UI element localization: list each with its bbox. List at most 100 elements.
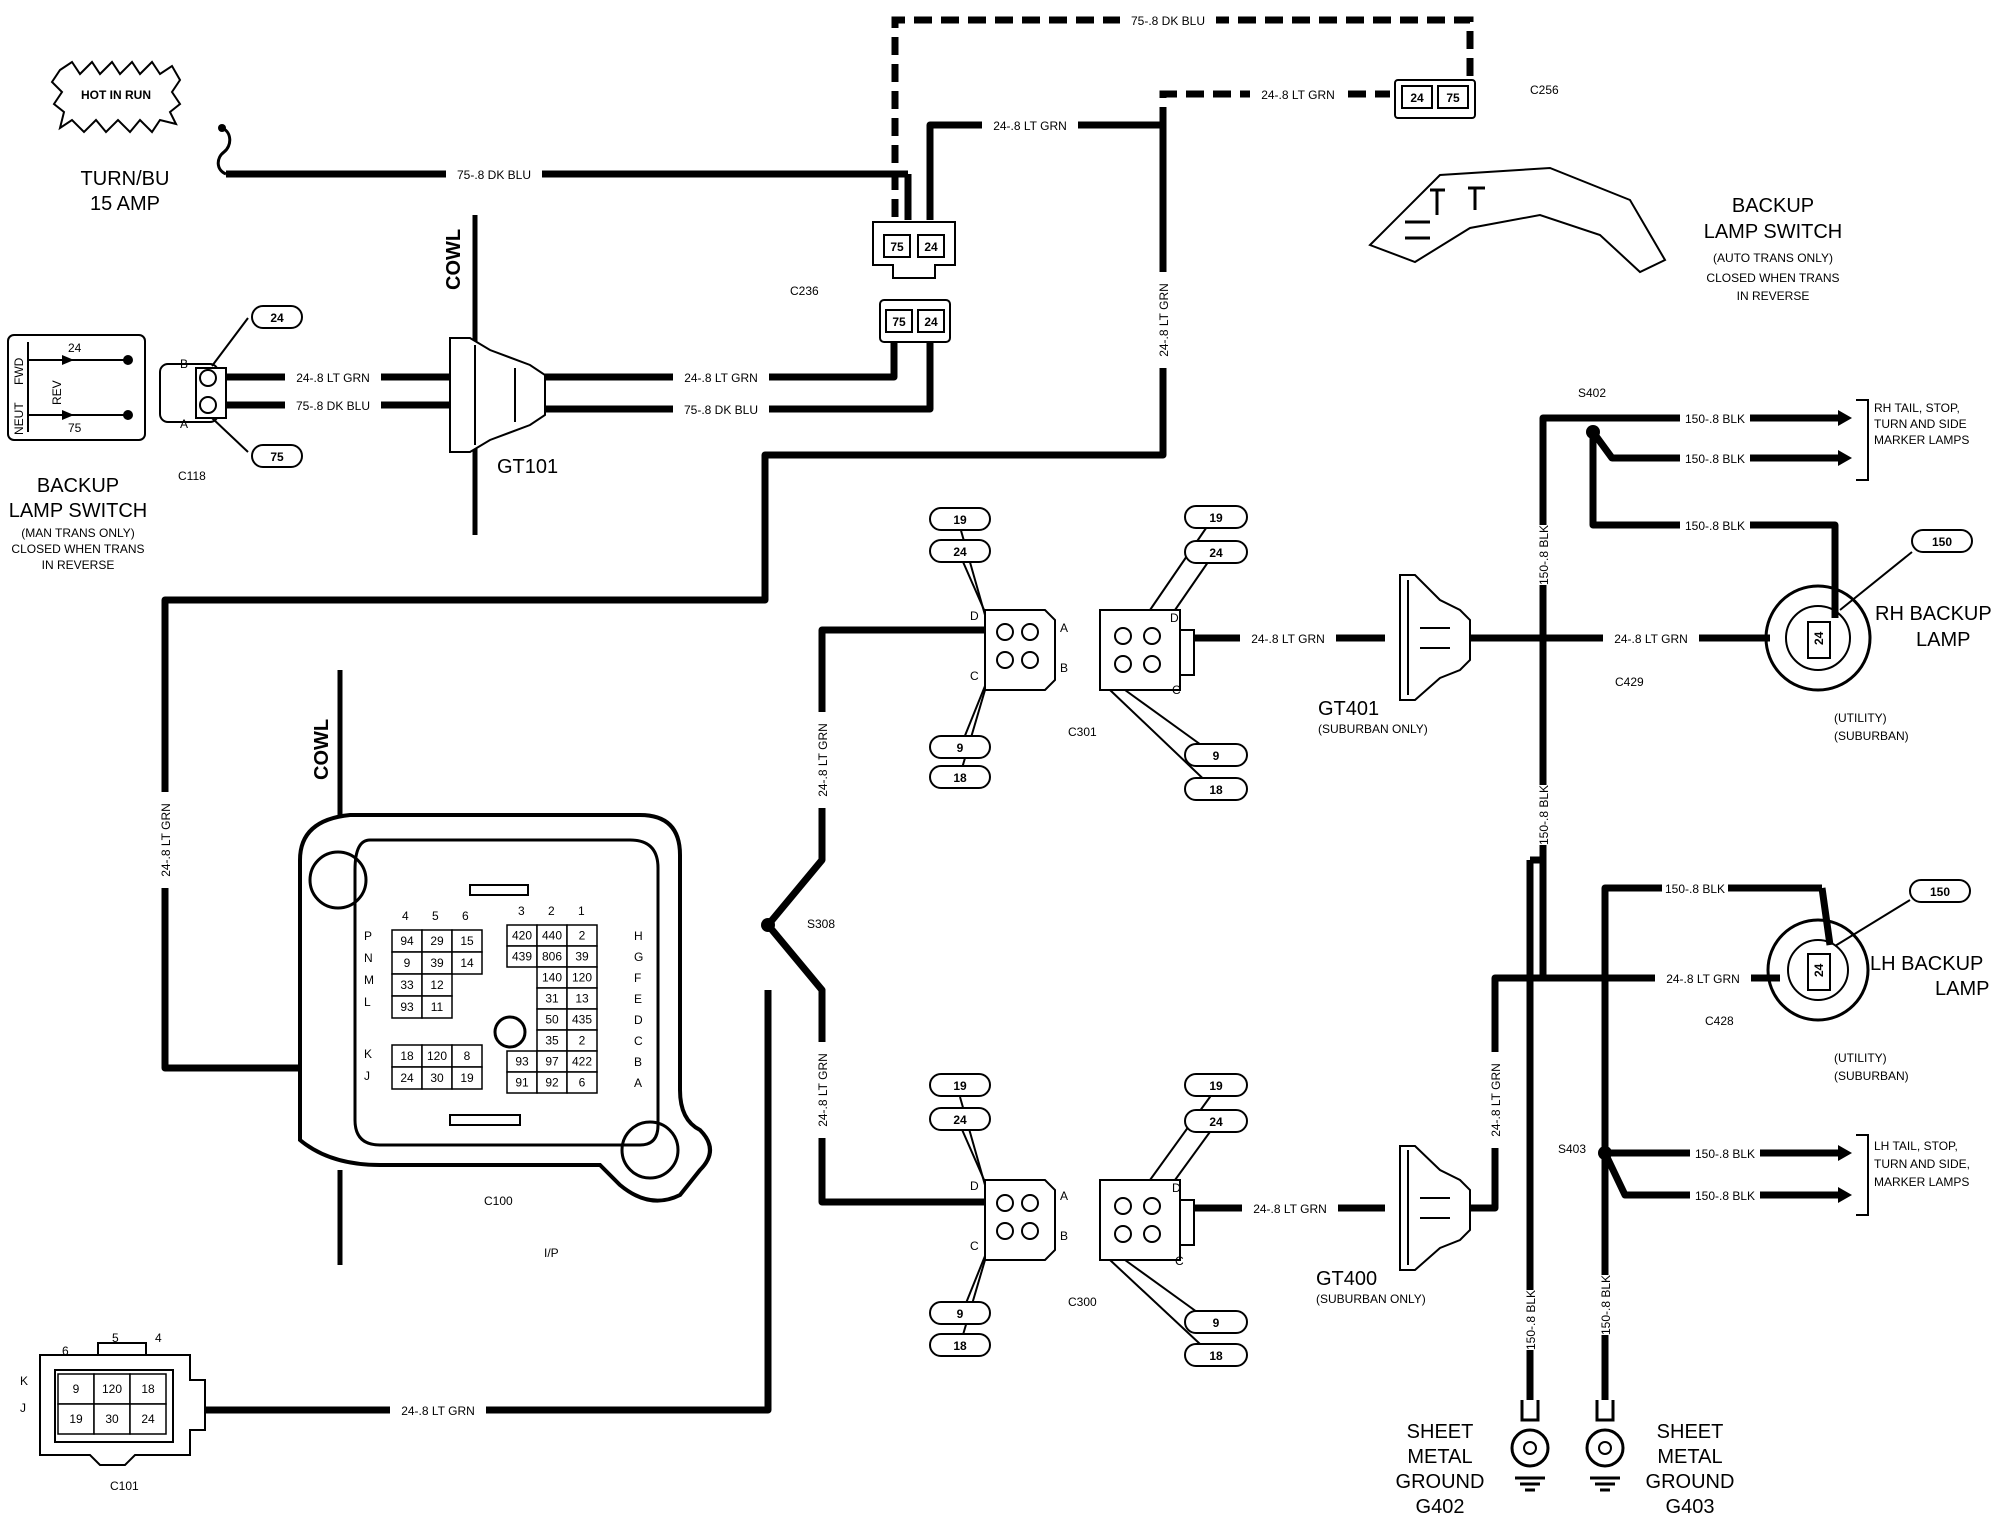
svg-text:CLOSED WHEN TRANS: CLOSED WHEN TRANS	[11, 542, 144, 556]
svg-text:TURN AND SIDE: TURN AND SIDE	[1874, 417, 1967, 431]
cavity-label: B	[634, 1055, 642, 1069]
cavity-number: 33	[400, 978, 414, 992]
svg-text:6: 6	[62, 1344, 69, 1358]
cavity-number: 29	[430, 934, 444, 948]
svg-text:24-.8 LT GRN: 24-.8 LT GRN	[401, 1404, 475, 1418]
svg-text:18: 18	[1209, 783, 1223, 797]
wire-24-ltgrn-lh-lamp: 24-.8 LT GRN 24-.8 LT GRN 24-.8 LT GRN	[1195, 970, 1780, 1216]
connector-c100: COWL C100 I/P	[298, 670, 712, 1265]
svg-text:GT401: GT401	[1318, 698, 1379, 720]
svg-text:(SUBURBAN): (SUBURBAN)	[1834, 729, 1909, 743]
cavity-number: 439	[512, 950, 532, 964]
cavity-number: 94	[400, 934, 414, 948]
svg-text:19: 19	[953, 1079, 967, 1093]
svg-text:LAMP SWITCH: LAMP SWITCH	[9, 500, 148, 522]
svg-text:MARKER LAMPS: MARKER LAMPS	[1874, 433, 1969, 447]
c118-label: C118	[178, 469, 206, 483]
svg-text:BACKUP: BACKUP	[1732, 195, 1814, 217]
cavity-number: 18	[141, 1382, 155, 1396]
svg-text:150-.8 BLK: 150-.8 BLK	[1685, 519, 1745, 533]
cavity-number: 39	[430, 956, 444, 970]
svg-text:GROUND: GROUND	[1396, 1471, 1485, 1493]
svg-text:24-.8 LT GRN: 24-.8 LT GRN	[1666, 972, 1740, 986]
svg-text:C101: C101	[110, 1479, 139, 1493]
svg-text:C100: C100	[484, 1194, 513, 1208]
svg-text:J: J	[20, 1401, 26, 1415]
svg-text:RH TAIL, STOP,: RH TAIL, STOP,	[1874, 401, 1960, 415]
svg-text:75: 75	[892, 315, 906, 329]
svg-text:G402: G402	[1416, 1496, 1465, 1518]
cavity-number: 140	[542, 971, 562, 985]
cavity-number: 2	[579, 1034, 586, 1048]
svg-text:75: 75	[68, 421, 82, 435]
svg-text:4: 4	[155, 1331, 162, 1345]
wire-label-24-ltgrn-c256: 24-.8 LT GRN	[1261, 88, 1335, 102]
fuse-name-line2: 15 AMP	[90, 193, 160, 215]
cavity-number: 97	[545, 1055, 559, 1069]
wire-label-75-dkblu-1: 75-.8 DK BLU	[457, 168, 531, 182]
svg-text:75-.8 DK BLU: 75-.8 DK BLU	[296, 399, 370, 413]
c256-label: C256	[1530, 83, 1559, 97]
cavity-label: F	[634, 971, 641, 985]
svg-text:LAMP SWITCH: LAMP SWITCH	[1704, 221, 1843, 243]
cavity-cell	[129, 1403, 167, 1435]
cavity-cell	[57, 1403, 95, 1435]
svg-text:B: B	[1060, 661, 1068, 675]
auto-trans-backup-switch: BACKUP LAMP SWITCH (AUTO TRANS ONLY) CLO…	[1368, 166, 1843, 303]
svg-text:24-.8 LT GRN: 24-.8 LT GRN	[1251, 632, 1325, 646]
svg-text:RH BACKUP: RH BACKUP	[1875, 603, 1992, 625]
svg-text:C: C	[1172, 683, 1181, 697]
svg-text:75: 75	[1446, 91, 1460, 105]
svg-text:B: B	[1060, 1229, 1068, 1243]
cavity-label: P	[364, 929, 372, 943]
svg-text:150-.8 BLK: 150-.8 BLK	[1665, 882, 1725, 896]
cavity-cell	[566, 1071, 598, 1094]
svg-text:24: 24	[1209, 1115, 1223, 1129]
svg-text:150-.8 BLK: 150-.8 BLK	[1695, 1147, 1755, 1161]
cavity-label: L	[364, 995, 371, 1009]
svg-text:D: D	[970, 609, 979, 623]
svg-text:24: 24	[924, 240, 938, 254]
svg-text:19: 19	[953, 513, 967, 527]
svg-text:C428: C428	[1705, 1014, 1734, 1028]
svg-text:GROUND: GROUND	[1646, 1471, 1735, 1493]
cavity-label: H	[634, 929, 643, 943]
svg-text:9: 9	[957, 741, 964, 755]
cavity-number: 12	[430, 978, 444, 992]
hot-in-run-starburst: HOT IN RUN	[50, 60, 182, 134]
svg-text:19: 19	[1209, 511, 1223, 525]
svg-text:S402: S402	[1578, 386, 1606, 400]
wires-c118-to-c236: 24-.8 LT GRN 75-.8 DK BLU 24-.8 LT GRN 7…	[210, 342, 934, 417]
cavity-cell	[451, 951, 483, 975]
svg-text:LAMP: LAMP	[1916, 629, 1970, 651]
svg-text:(SUBURBAN ONLY): (SUBURBAN ONLY)	[1318, 722, 1428, 736]
cavity-number: 422	[572, 1055, 592, 1069]
wire-label-24-ltgrn-vert1: 24-.8 LT GRN	[1157, 283, 1171, 357]
svg-text:A: A	[1060, 621, 1068, 635]
svg-text:C301: C301	[1068, 725, 1097, 739]
svg-text:IN REVERSE: IN REVERSE	[1737, 289, 1810, 303]
cavity-cell	[57, 1373, 95, 1405]
cavity-label: A	[634, 1076, 642, 1090]
svg-text:LH TAIL, STOP,: LH TAIL, STOP,	[1874, 1139, 1958, 1153]
svg-text:(MAN TRANS ONLY): (MAN TRANS ONLY)	[21, 526, 135, 540]
svg-text:19: 19	[1209, 1079, 1223, 1093]
svg-text:METAL: METAL	[1657, 1446, 1722, 1468]
svg-text:9: 9	[1213, 749, 1220, 763]
svg-text:24: 24	[68, 341, 82, 355]
cavity-number: 24	[400, 1071, 414, 1085]
svg-text:24-.8 LT GRN: 24-.8 LT GRN	[684, 371, 758, 385]
svg-text:24-.8 LT GRN: 24-.8 LT GRN	[816, 1053, 830, 1127]
cavity-number: 50	[545, 1013, 559, 1027]
wire-75-dkblu-top: 75-.8 DK BLU 75-.8 DK BLU	[226, 12, 1474, 220]
cavity-number: 31	[545, 992, 559, 1006]
cavity-number: 2	[579, 929, 586, 943]
svg-text:C: C	[1175, 1254, 1184, 1268]
cavity-number: 120	[427, 1049, 447, 1063]
cavity-number: 30	[105, 1412, 119, 1426]
cavity-label: E	[634, 992, 642, 1006]
svg-text:COWL: COWL	[443, 229, 465, 290]
ground-g402-symbol: SHEET METAL GROUND G402	[1396, 1400, 1550, 1518]
splice-s308: S308 24-.8 LT GRN 24-.8 LT GRN	[761, 626, 985, 1206]
